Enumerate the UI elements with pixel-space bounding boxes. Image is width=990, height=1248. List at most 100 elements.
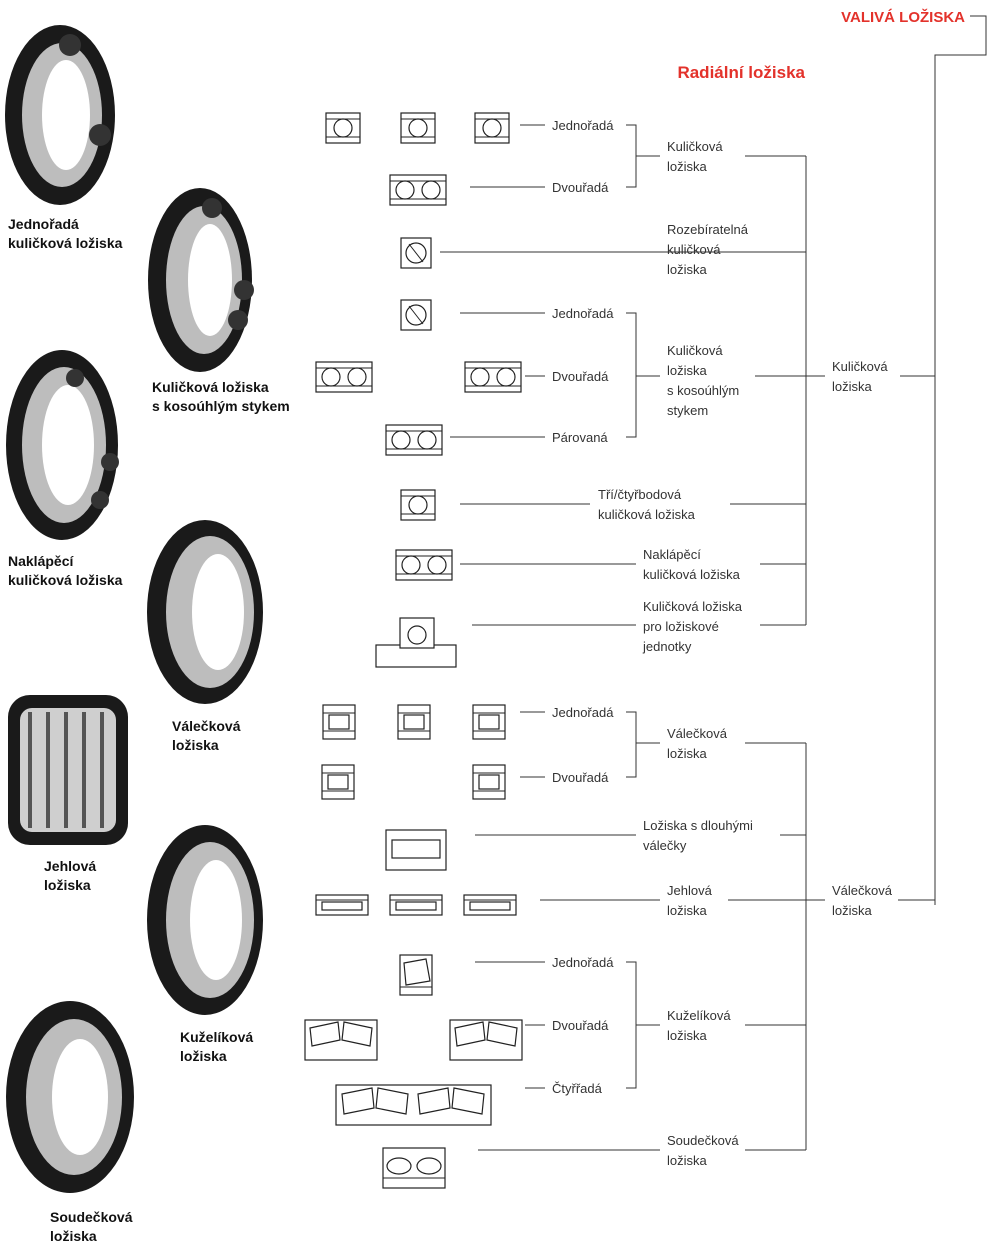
photo-cylindrical — [147, 520, 263, 704]
svg-text:ložiska: ložiska — [832, 903, 873, 918]
svg-text:jednotky: jednotky — [642, 639, 692, 654]
group-unit-bearings: Kuličková ložiska pro ložiskové jednotky — [642, 599, 743, 654]
svg-text:Kuličková: Kuličková — [667, 343, 723, 358]
svg-text:Tří/čtyřbodová: Tří/čtyřbodová — [598, 487, 682, 502]
row-label: Jednořadá — [552, 955, 614, 970]
photo-tapered — [147, 825, 263, 1015]
photo-label: ložiska — [180, 1048, 227, 1064]
photo-needle — [8, 695, 128, 845]
group-angular-contact: Kuličková ložiska s kosoúhlým stykem — [667, 343, 739, 418]
row-label: Dvouřadá — [552, 369, 609, 384]
group-cylindrical: Válečková ložiska — [667, 726, 728, 761]
photo-label: Válečková — [172, 718, 241, 734]
symbol-unit-bearing — [375, 617, 457, 668]
photo-label: Kuželíková — [180, 1029, 253, 1045]
svg-text:válečky: válečky — [643, 838, 687, 853]
svg-text:stykem: stykem — [667, 403, 708, 418]
group-self-aligning: Naklápěcí kuličková ložiska — [643, 547, 741, 582]
group-separable: Rozebíratelná kuličková ložiska — [667, 222, 749, 277]
symbol-deep-groove — [325, 112, 361, 144]
row-label: Párovaná — [552, 430, 608, 445]
photo-label: ložiska — [44, 877, 91, 893]
symbol-needle — [463, 894, 517, 916]
group-long-roller: Ložiska s dlouhými válečky — [643, 818, 753, 853]
photo-label: Jednořadá — [8, 216, 79, 232]
svg-text:Válečková: Válečková — [667, 726, 728, 741]
symbol-double-row-ball — [389, 174, 447, 206]
symbol-deep-groove — [474, 112, 510, 144]
svg-text:Jehlová: Jehlová — [667, 883, 713, 898]
symbol-four-point — [400, 489, 436, 521]
photo-label: Jehlová — [44, 858, 96, 874]
row-label: Jednořadá — [552, 118, 614, 133]
photo-angular-contact — [148, 188, 254, 372]
svg-text:Rozebíratelná: Rozebíratelná — [667, 222, 749, 237]
symbol-tapered-four-row — [335, 1084, 492, 1126]
svg-text:Naklápěcí: Naklápěcí — [643, 547, 701, 562]
symbol-angular-paired — [385, 424, 443, 456]
photo-label: kuličková ložiska — [8, 235, 123, 251]
symbol-cylindrical — [322, 704, 356, 740]
svg-text:Kuličková: Kuličková — [832, 359, 888, 374]
root-bracket — [934, 15, 987, 905]
svg-text:kuličková ložiska: kuličková ložiska — [643, 567, 741, 582]
symbol-spherical-roller — [382, 1147, 446, 1189]
svg-text:Ložiska s dlouhými: Ložiska s dlouhými — [643, 818, 753, 833]
svg-text:ložiska: ložiska — [667, 746, 708, 761]
photo-label: kuličková ložiska — [8, 572, 123, 588]
svg-text:kuličková ložiska: kuličková ložiska — [598, 507, 696, 522]
subtitle: Radiální ložiska — [677, 63, 805, 82]
symbol-angular-double — [464, 361, 522, 393]
symbol-deep-groove — [400, 112, 436, 144]
row-label: Dvouřadá — [552, 1018, 609, 1033]
symbol-cylindrical-double — [472, 764, 506, 800]
symbol-needle — [315, 894, 369, 916]
svg-text:Kuželíková: Kuželíková — [667, 1008, 731, 1023]
svg-text:ložiska: ložiska — [667, 159, 708, 174]
svg-text:ložiska: ložiska — [667, 262, 708, 277]
svg-text:ložiska: ložiska — [667, 903, 708, 918]
row-label: Čtyřřadá — [552, 1081, 603, 1096]
svg-text:Soudečková: Soudečková — [667, 1133, 739, 1148]
svg-text:Kuličková: Kuličková — [667, 139, 723, 154]
symbol-long-roller — [385, 829, 447, 871]
photo-spherical-roller — [6, 1001, 134, 1193]
connector-lines — [440, 124, 935, 1151]
svg-text:ložiska: ložiska — [667, 1028, 708, 1043]
group-needle: Jehlová ložiska — [667, 883, 713, 918]
photo-label: Soudečková — [50, 1209, 133, 1225]
svg-text:ložiska: ložiska — [667, 363, 708, 378]
row-label: Dvouřadá — [552, 180, 609, 195]
photo-label: ložiska — [172, 737, 219, 753]
symbol-self-aligning — [395, 549, 453, 581]
group-deep-groove: Kuličková ložiska — [667, 139, 723, 174]
svg-text:Válečková: Válečková — [832, 883, 893, 898]
symbol-tapered-double — [449, 1019, 523, 1061]
row-label: Jednořadá — [552, 306, 614, 321]
photo-self-aligning — [6, 350, 119, 540]
photo-label: Kuličková ložiska — [152, 379, 269, 395]
symbol-angular-contact — [400, 299, 432, 331]
photo-label: ložiska — [50, 1228, 97, 1244]
symbol-cylindrical — [397, 704, 431, 740]
svg-text:kuličková: kuličková — [667, 242, 721, 257]
main-title: VALIVÁ LOŽISKA — [841, 8, 965, 26]
group-four-point: Tří/čtyřbodová kuličková ložiska — [598, 487, 696, 522]
row-label: Dvouřadá — [552, 770, 609, 785]
symbol-tapered-double — [304, 1019, 378, 1061]
symbol-separable-ball — [400, 237, 432, 269]
group-spherical: Soudečková ložiska — [667, 1133, 739, 1168]
svg-text:Kuličková ložiska: Kuličková ložiska — [643, 599, 743, 614]
row-label: Jednořadá — [552, 705, 614, 720]
photo-label: s kosoúhlým stykem — [152, 398, 290, 414]
symbol-cylindrical — [472, 704, 506, 740]
symbol-needle — [389, 894, 443, 916]
category-ball: Kuličková ložiska — [832, 359, 888, 394]
symbol-cylindrical-double — [321, 764, 355, 800]
svg-text:pro ložiskové: pro ložiskové — [643, 619, 719, 634]
category-roller: Válečková ložiska — [832, 883, 893, 918]
symbol-angular-double — [315, 361, 373, 393]
svg-text:s kosoúhlým: s kosoúhlým — [667, 383, 739, 398]
